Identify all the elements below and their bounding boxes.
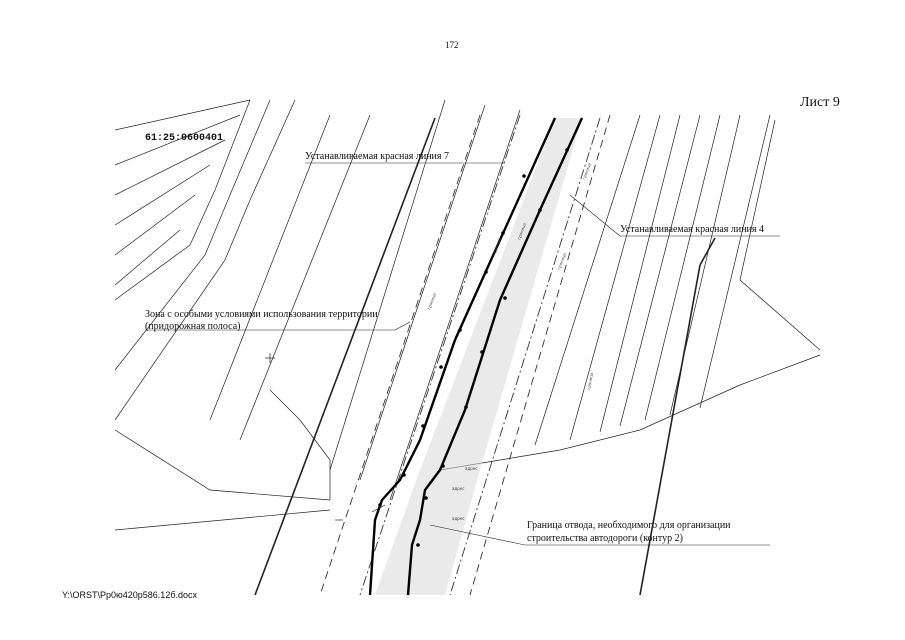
svg-text:граница: граница [516, 222, 527, 241]
parcel-lines [114, 99, 331, 531]
point-markers [378, 148, 569, 547]
svg-text:граница: граница [581, 162, 592, 181]
leader-lines [145, 162, 780, 546]
tiny-annotations: граница граница граница граница граница … [426, 162, 594, 521]
svg-text:адрес: адрес [452, 516, 464, 521]
red-lines [368, 117, 584, 596]
sheet-title: Лист 9 [800, 95, 840, 110]
svg-text:адрес: адрес [452, 486, 464, 491]
svg-text:граница: граница [586, 372, 594, 391]
label-red-line-4: Устанавливаемая красная линия 4 [620, 224, 765, 235]
label-zone-line1: Зона с особыми условиями использования т… [145, 309, 378, 320]
road-corridor [375, 118, 582, 595]
svg-text:граница: граница [556, 252, 567, 271]
label-red-line-7: Устанавливаемая красная линия 7 [305, 151, 450, 162]
label-boundary-line2: строительства автодороги (контур 2) [527, 533, 683, 544]
label-zone-line2: (придорожная полоса) [145, 321, 241, 332]
road-zone-dashed [319, 114, 611, 596]
svg-text:граница: граница [426, 292, 437, 311]
crosshair-marks [265, 353, 343, 521]
page-number: 172 [445, 40, 459, 50]
cadastral-number: 61:25:0600401 [145, 133, 224, 144]
label-boundary-line1: Граница отвода, необходимого для организ… [527, 520, 731, 531]
oblique-lines [209, 99, 821, 501]
svg-text:адрес: адрес [465, 466, 477, 471]
heavy-lines [254, 117, 716, 596]
svg-text:граница: граница [491, 237, 502, 256]
footer-file-path: Y:\ORST\Pp0ю420р586.12б.docx [62, 590, 197, 600]
